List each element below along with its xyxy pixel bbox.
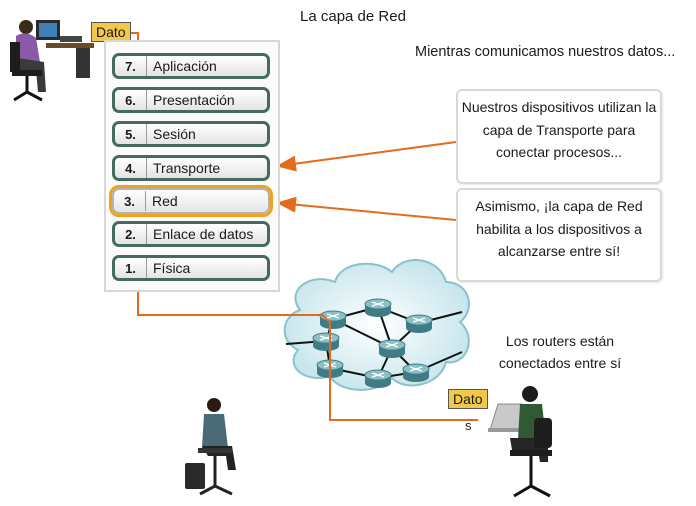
layer-number: 2. xyxy=(125,226,136,242)
osi-layer-transport: 4. Transporte xyxy=(112,155,270,181)
callout-arrow-transport xyxy=(276,141,457,172)
data-packet-tag-receiver: Dato xyxy=(448,389,488,409)
callout-arrow-network xyxy=(276,196,457,221)
subtitle: Mientras comunicamos nuestros datos... xyxy=(415,44,676,60)
layer-number: 1. xyxy=(125,260,136,276)
layer-name: Enlace de datos xyxy=(153,226,254,242)
osi-layer-physical: 1. Física xyxy=(112,255,270,281)
layer-divider xyxy=(146,258,147,278)
layer-number: 4. xyxy=(125,160,136,176)
router-icon xyxy=(312,332,340,351)
layer-number: 7. xyxy=(125,58,136,74)
router-icon xyxy=(364,369,392,388)
layer-name: Red xyxy=(152,193,178,209)
layer-name: Transporte xyxy=(153,160,221,176)
routers xyxy=(312,298,433,388)
router-icon xyxy=(319,310,347,329)
osi-layer-application: 7. Aplicación xyxy=(112,53,270,79)
layer-divider xyxy=(146,90,147,110)
router-icon xyxy=(378,339,406,358)
router-icon xyxy=(364,298,392,317)
layer-divider xyxy=(145,191,146,211)
layer-name: Presentación xyxy=(153,92,235,108)
sender-user-icon xyxy=(10,20,94,102)
layer-number: 3. xyxy=(124,193,135,209)
osi-layer-presentation: 6. Presentación xyxy=(112,87,270,113)
page-title: La capa de Red xyxy=(300,8,406,25)
layer-name: Física xyxy=(153,260,191,276)
router-icon xyxy=(405,314,433,333)
woman-with-briefcase-icon xyxy=(185,398,236,496)
layer-number: 6. xyxy=(125,92,136,108)
layer-divider xyxy=(146,158,147,178)
layer-divider xyxy=(146,124,147,144)
routers-label: Los routers están conectados entre sí xyxy=(498,333,622,371)
data-packet-tag: Dato xyxy=(91,22,131,42)
osi-layer-session: 5. Sesión xyxy=(112,121,270,147)
layer-divider xyxy=(146,56,147,76)
router-icon xyxy=(402,363,430,382)
data-packet-label: Dato xyxy=(91,22,131,42)
layer-name: Aplicación xyxy=(153,58,217,74)
layer-name: Sesión xyxy=(153,126,196,142)
receiver-user-icon xyxy=(488,386,552,498)
data-packet-suffix: s xyxy=(465,418,472,433)
osi-layer-data-link: 2. Enlace de datos xyxy=(112,221,270,247)
osi-layer-network: 3. Red xyxy=(109,185,273,217)
data-path-line xyxy=(126,32,478,421)
layer-number: 5. xyxy=(125,126,136,142)
data-packet-label: Dato xyxy=(448,389,488,409)
layer-divider xyxy=(146,224,147,244)
callout-transport: Nuestros dispositivos utilizan la capa d… xyxy=(456,89,662,184)
callout-network: Asimismo, ¡la capa de Red habilita a los… xyxy=(456,188,662,282)
